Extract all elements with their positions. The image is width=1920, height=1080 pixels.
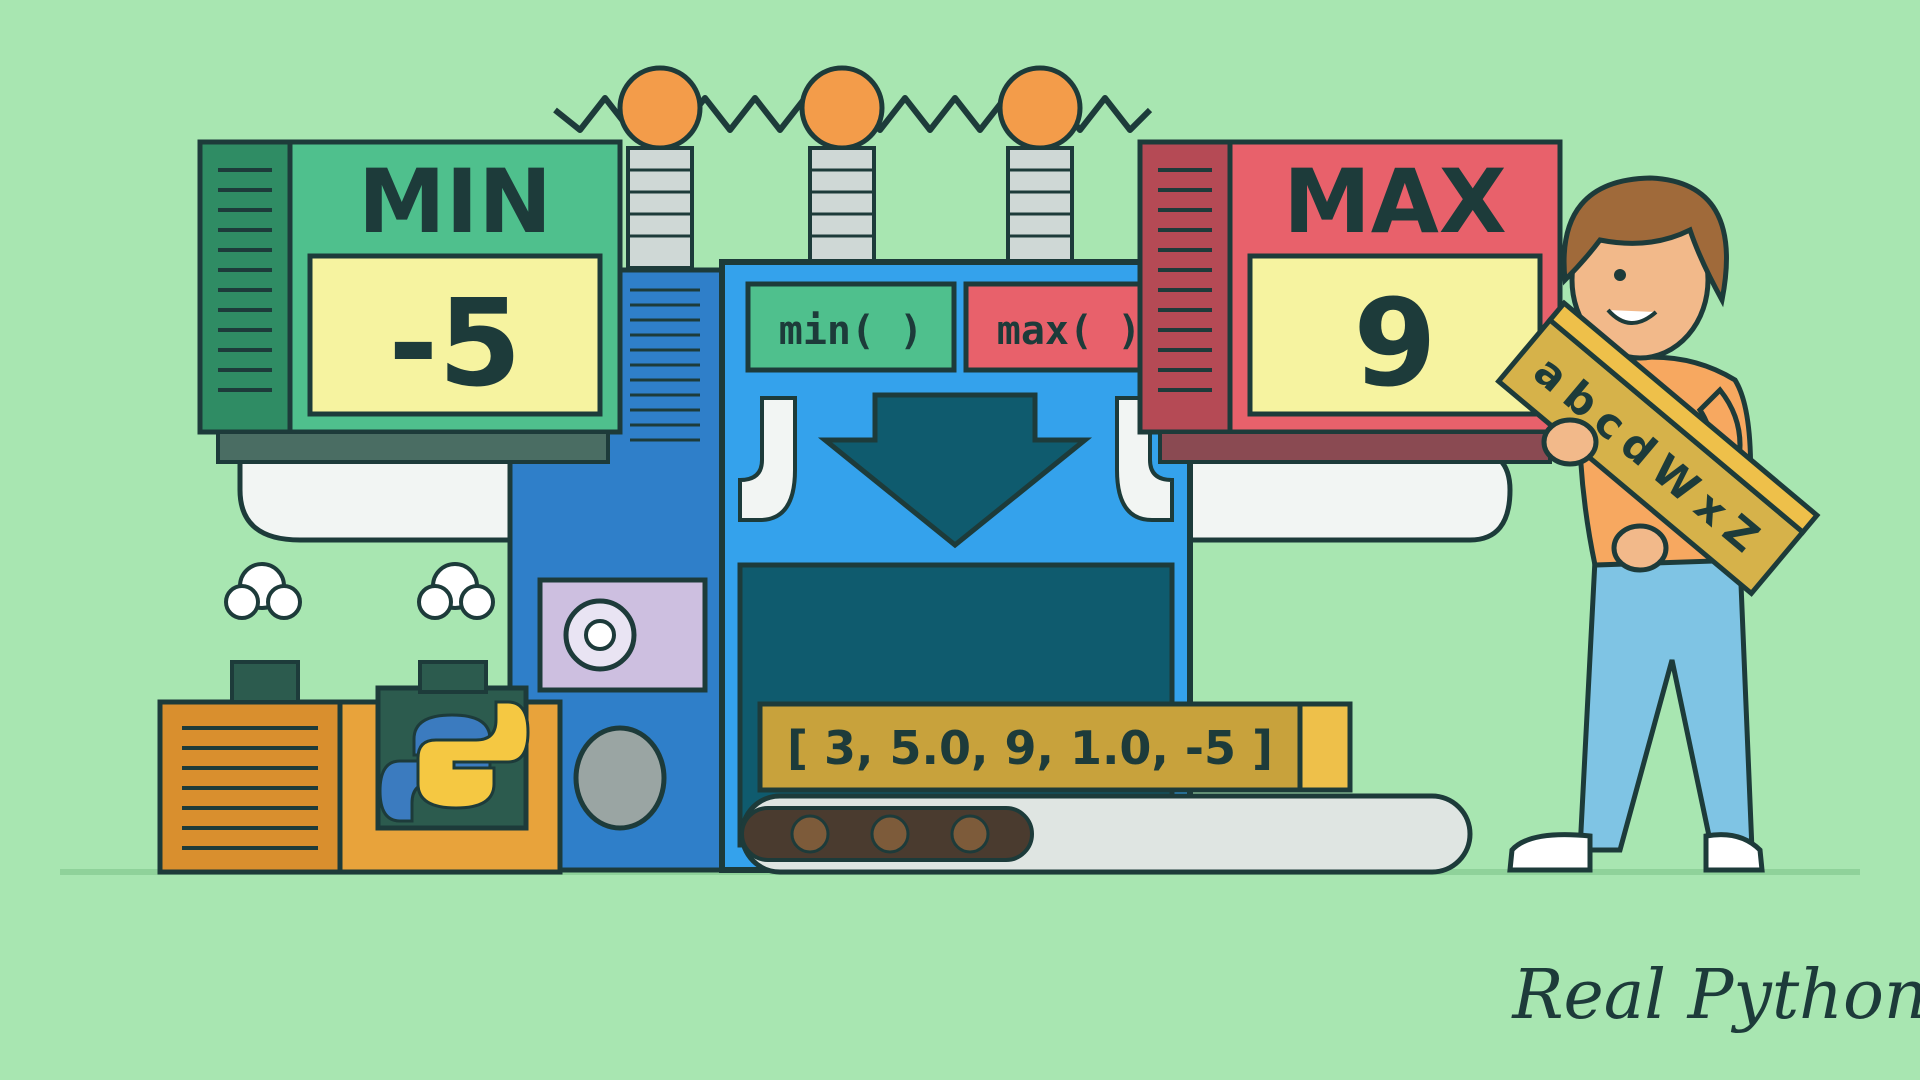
max-panel-vent [1158,168,1212,392]
min-panel-title: MIN [358,150,552,253]
crate-vent [182,726,318,850]
person-eye [1614,269,1626,281]
min-panel-value: -5 [388,275,521,414]
min-panel-screen [307,253,603,417]
tower-vent [630,288,700,442]
down-arrow-icon [817,392,1093,549]
crate-connector [230,660,300,704]
person-hair [1561,175,1729,308]
person-hand-right [1611,523,1669,573]
light-bulb-icon [617,65,1083,151]
steam-cloud-icon [224,562,495,620]
spool [573,725,667,831]
person-hand-left [1541,417,1599,467]
list-block-text: [ 3, 5.0, 9, 1.0, -5 ] [787,721,1273,775]
person-shoe-left [1507,832,1593,873]
conveyor-roller [870,814,910,854]
brand-logo: Real Python [1510,956,1920,1035]
person-smile [1606,308,1658,325]
spring-rings [628,168,1072,238]
person-shoe-right [1703,832,1765,873]
inner-tube-left [738,396,797,522]
list-block-end [1297,701,1353,793]
min-function-label [745,281,957,373]
max-function-text: max( ) [997,308,1142,354]
inner-tube-right [1115,396,1174,522]
conveyor-roller [790,814,830,854]
max-panel-screen [1247,253,1543,417]
conveyor-roller [950,814,990,854]
max-panel-title: MAX [1283,150,1507,253]
min-function-text: min( ) [779,308,924,354]
chip-connector [418,660,488,694]
min-panel-base [216,430,610,464]
max-panel-value: 9 [1353,275,1437,414]
max-panel-base [1158,430,1552,464]
python-logo-icon [378,700,530,823]
min-panel-vent [218,168,272,392]
